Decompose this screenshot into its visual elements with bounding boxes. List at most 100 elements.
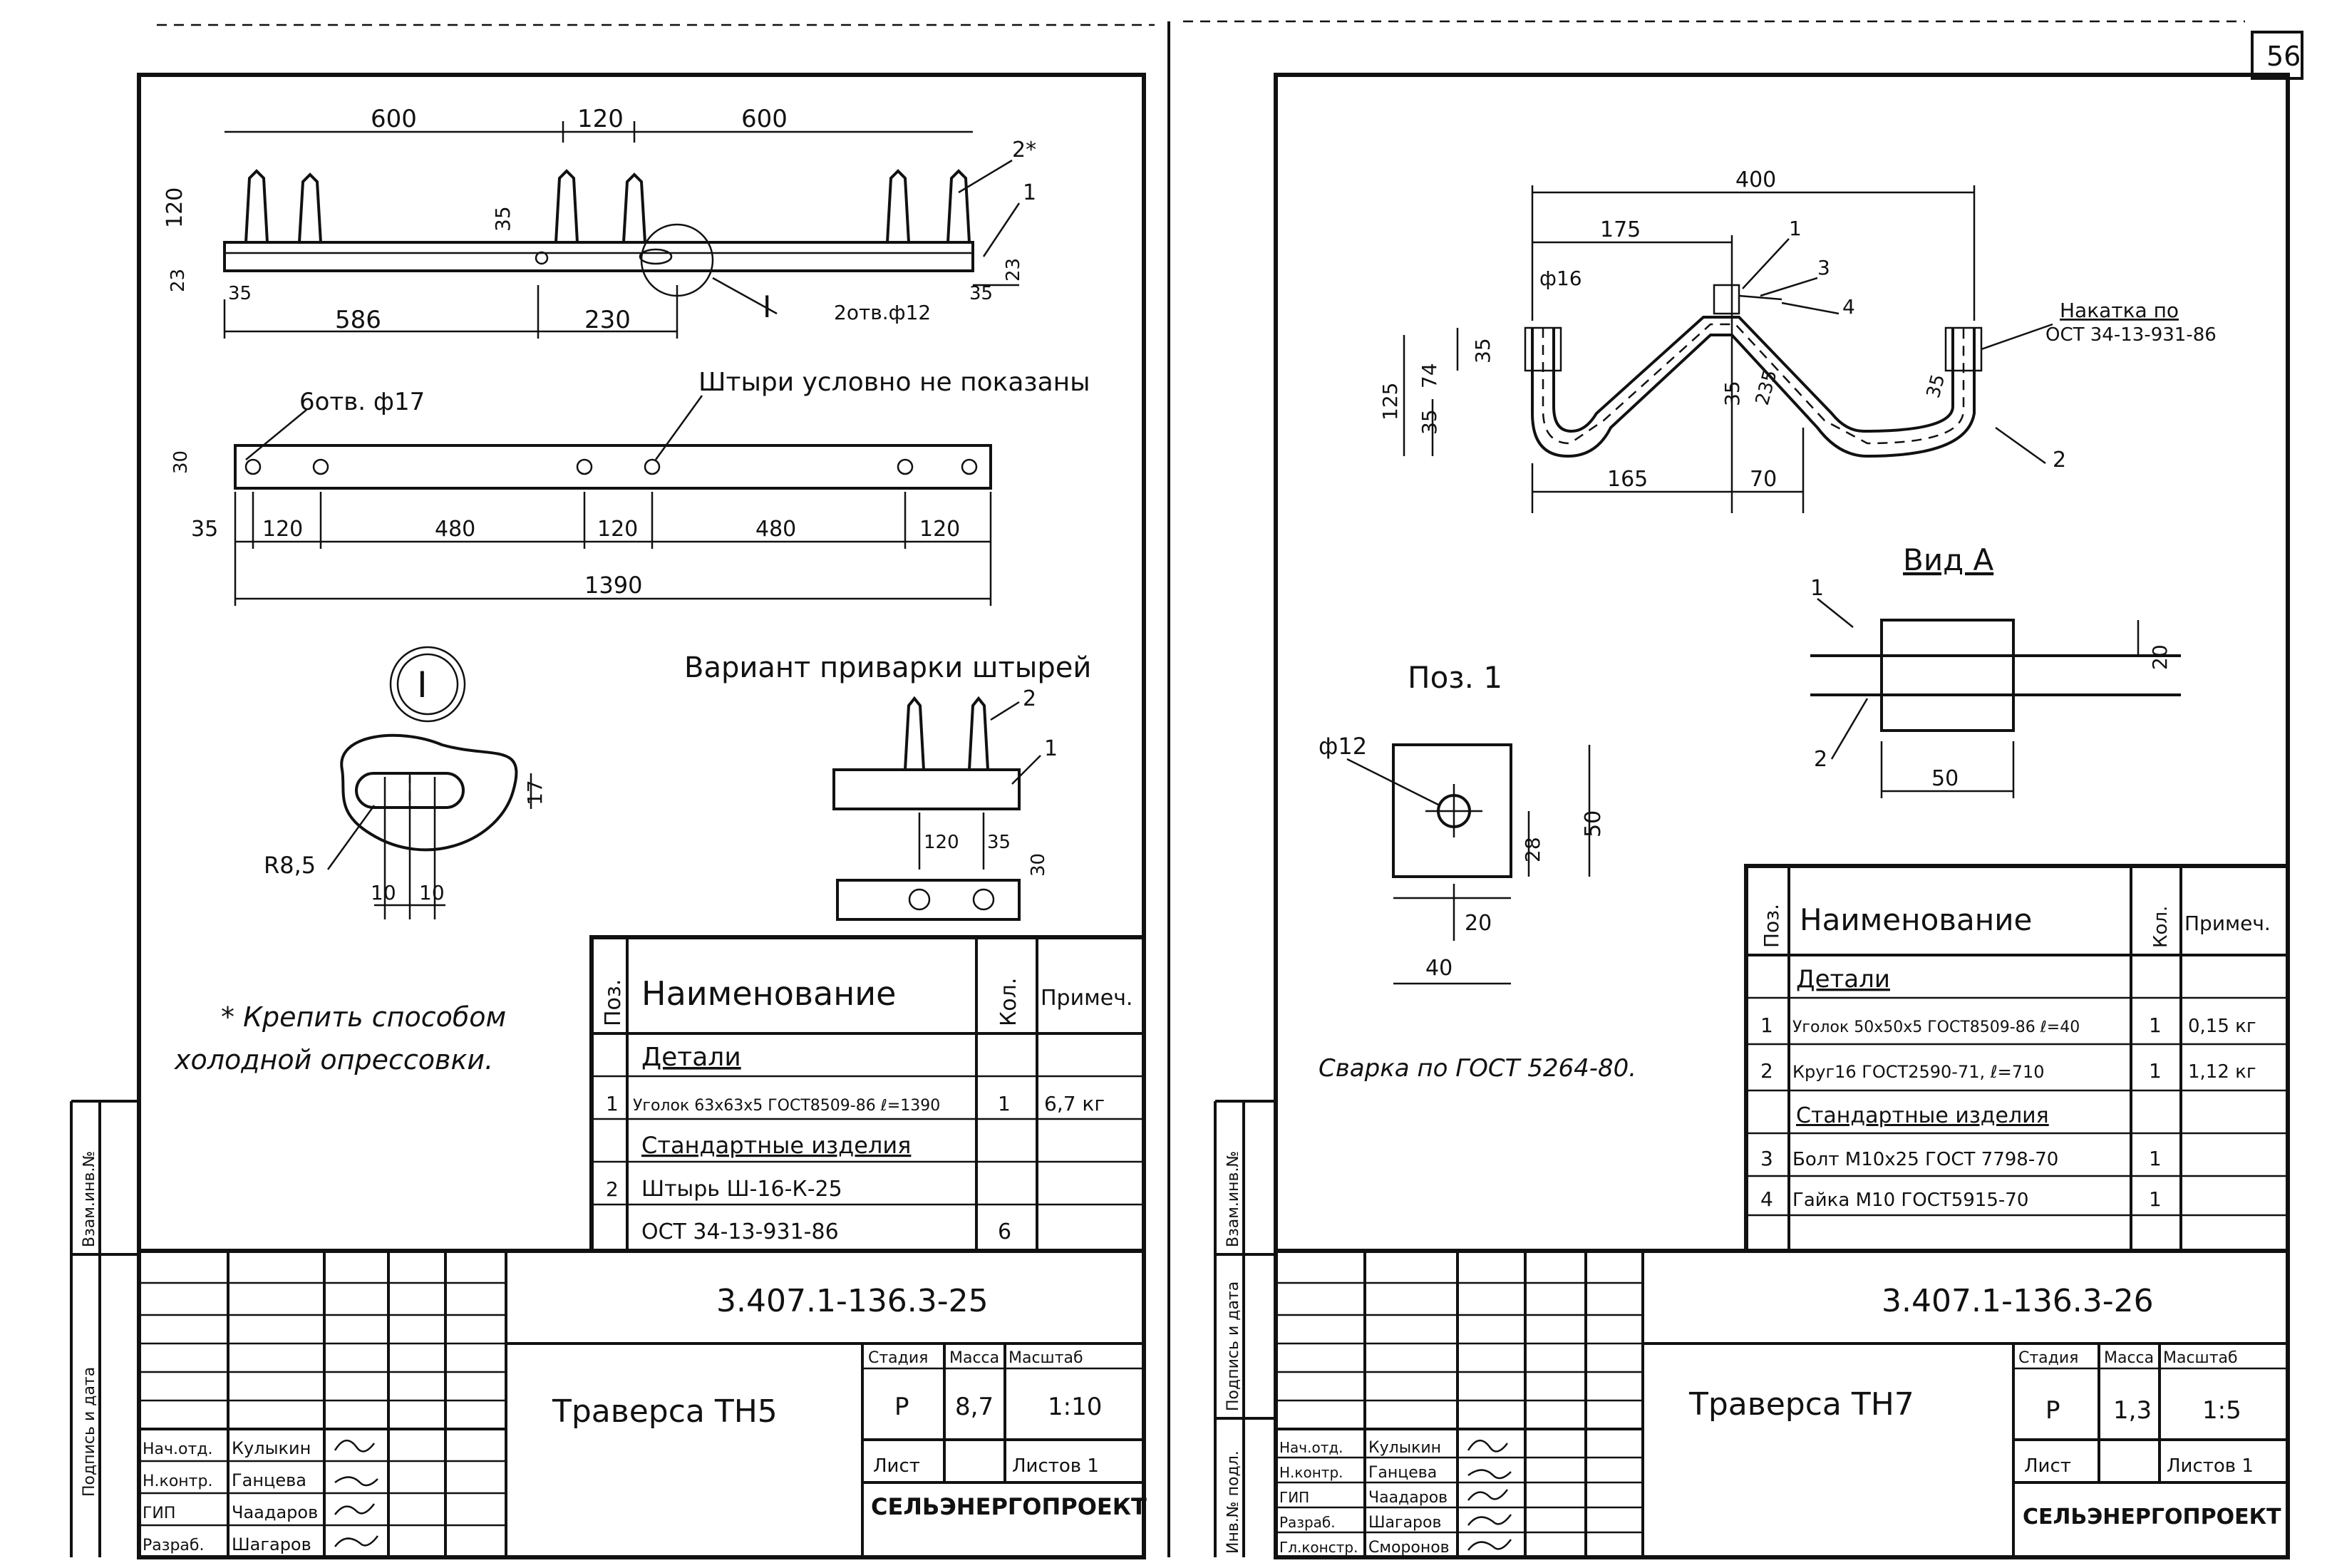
left-h-scale: Масштаб [1008,1349,1083,1367]
view-a-dim-50: 50 [1931,766,1959,791]
right-role-1: Н.контр. [1279,1464,1343,1481]
left-spec-table: Поз. Наименование Кол. Примеч. Детали 1 … [589,935,1146,1253]
left-signature-3 [334,1535,378,1547]
dim-120a: 120 [262,517,303,542]
detail-dim-10a: 10 [371,881,396,904]
dim-230: 230 [584,306,631,334]
left-spec-row1-name: Уголок 63х63х5 ГОСТ8509-86 ℓ=1390 [633,1097,940,1115]
view-a-callout-1: 1 [1810,576,1824,601]
right-spec-h-qty: Кол. [2150,906,2172,948]
variant-callout-2: 2 [1023,686,1036,711]
right-name-3: Шагаров [1368,1514,1441,1532]
left-doc-name: Траверса ТН5 [552,1393,778,1430]
right-spec-h-note: Примеч. [2184,912,2271,935]
variant-callout-1: 1 [1044,736,1058,761]
right-spec-row2-qty: 1 [2149,1059,2162,1083]
left-signature-2 [334,1503,375,1515]
dim-35-vert: 35 [491,206,515,232]
left-spec-row1-pos: 1 [606,1092,619,1115]
left-plan-view: 6отв. ф17 Штыри условно не показаны 30 3… [170,368,1090,606]
pos1-title: Поз. 1 [1408,660,1502,695]
right-spec-h-pos: Поз. [1760,904,1783,948]
holes-6-d17: 6отв. ф17 [299,388,425,416]
right-spec-row1-qty: 1 [2149,1013,2162,1037]
dim-23b: 23 [1003,258,1024,282]
pos1-dim-50: 50 [1581,810,1606,837]
note-line-1: * Крепить способом [221,1001,506,1033]
left-org: СЕЛЬЭНЕРГОПРОЕКТ [871,1493,1147,1520]
left-scale: 1:10 [1048,1393,1102,1421]
right-h-mass: Масса [2104,1349,2154,1367]
left-role-1: Н.контр. [143,1472,212,1490]
right-signature-4 [1467,1539,1512,1551]
note-line-2: холодной опрессовки. [174,1044,493,1076]
left-spec-h-note: Примеч. [1041,986,1132,1011]
right-spec-row1-name: Уголок 50х50х5 ГОСТ8509-86 ℓ=40 [1792,1018,2080,1036]
right-spec-row5-qty: 1 [2149,1187,2162,1211]
pos1-dim-28: 28 [1521,837,1544,862]
right-spec-row5-pos: 4 [1760,1187,1773,1211]
left-doc-code: 3.407.1-136.3-25 [716,1283,989,1319]
right-stamp-replace: Взам.инв.№ [1224,1151,1242,1247]
right-sheets-label: Листов 1 [2167,1455,2254,1477]
right-pos1: Поз. 1 ф12 50 28 20 40 [1319,660,1606,985]
right-mass: 1,3 [2113,1396,2152,1425]
dim-120c: 120 [919,517,960,542]
pos1-dim-40: 40 [1425,956,1453,981]
right-dim-125: 125 [1378,383,1402,421]
right-dim-35d: 35 [1923,372,1950,401]
view-a-title: Вид А [1903,542,1993,577]
right-callout-1: 1 [1789,217,1802,240]
left-role-3: Разраб. [143,1537,204,1554]
right-h-scale: Масштаб [2163,1349,2238,1367]
variant-title: Вариант приварки штырей [684,651,1091,684]
right-name-0: Кулыкин [1368,1439,1441,1457]
dim-600b: 600 [741,105,788,133]
right-spec-row5-name: Гайка М10 ГОСТ5915-70 [1792,1190,2028,1211]
left-spec-row1-qty: 1 [998,1092,1011,1115]
pos1-dim-20: 20 [1465,911,1492,936]
left-name-0: Кулыкин [232,1438,311,1458]
right-dim-35c: 35 [1720,381,1744,406]
left-spec-row1-note: 6,7 кг [1044,1092,1105,1115]
dim-23a: 23 [167,269,189,292]
right-scale: 1:5 [2202,1396,2241,1425]
left-title-block: 3.407.1-136.3-25 Траверса ТН5 Стадия Мас… [137,1249,1147,1559]
right-signature-0 [1467,1440,1508,1453]
left-spec-row3-name: Штырь Ш-16-К-25 [641,1177,842,1202]
right-stamp-inv: Инв.№ подл. [1224,1450,1242,1554]
right-signature-3 [1467,1514,1512,1526]
left-role-2: ГИП [143,1505,175,1522]
dim-35a: 35 [228,283,252,304]
dim-586: 586 [335,306,381,334]
pos1-hole: ф12 [1319,733,1367,760]
right-stamp-sign: Подпись и дата [1224,1281,1242,1411]
left-spec-h-qty: Кол. [996,978,1021,1026]
callout-2: 2* [1012,138,1036,163]
right-title-block: 3.407.1-136.3-26 Траверса ТН7 Стадия Мас… [1274,1249,2290,1559]
left-spec-row4-qty: 6 [998,1219,1011,1244]
right-doc-name: Траверса ТН7 [1688,1386,1914,1423]
right-spec-row2-pos: 2 [1760,1059,1773,1083]
right-view-a: Вид А 1 2 20 50 [1810,542,2181,798]
dim-600a: 600 [371,105,417,133]
left-mass: 8,7 [955,1393,994,1421]
right-sheet-label: Лист [2024,1455,2071,1477]
right-spec-row1-note: 0,15 кг [2188,1016,2256,1037]
right-knurl-1: Накатка по [2060,299,2179,322]
right-spec-table: Поз. Наименование Кол. Примеч. Детали 1 … [1744,864,2290,1253]
detail-mark: I [417,664,428,706]
left-h-stage: Стадия [868,1349,928,1367]
left-spec-row0-name: Детали [641,1043,741,1072]
right-spec-row4-qty: 1 [2149,1147,2162,1170]
right-spec-row4-pos: 3 [1760,1147,1773,1170]
dim-120h: 120 [162,187,187,228]
right-dim-400: 400 [1735,167,1776,192]
right-dim-35a: 35 [1418,409,1441,435]
left-detail-i: I R8,5 17 10 10 [264,646,547,919]
dim-480b: 480 [755,517,796,542]
right-role-2: ГИП [1279,1489,1309,1506]
holes-2-d12: 2отв.ф12 [834,301,931,324]
right-role-4: Гл.констр. [1279,1539,1358,1556]
right-spec-row2-name: Круг16 ГОСТ2590-71, ℓ=710 [1792,1062,2045,1082]
